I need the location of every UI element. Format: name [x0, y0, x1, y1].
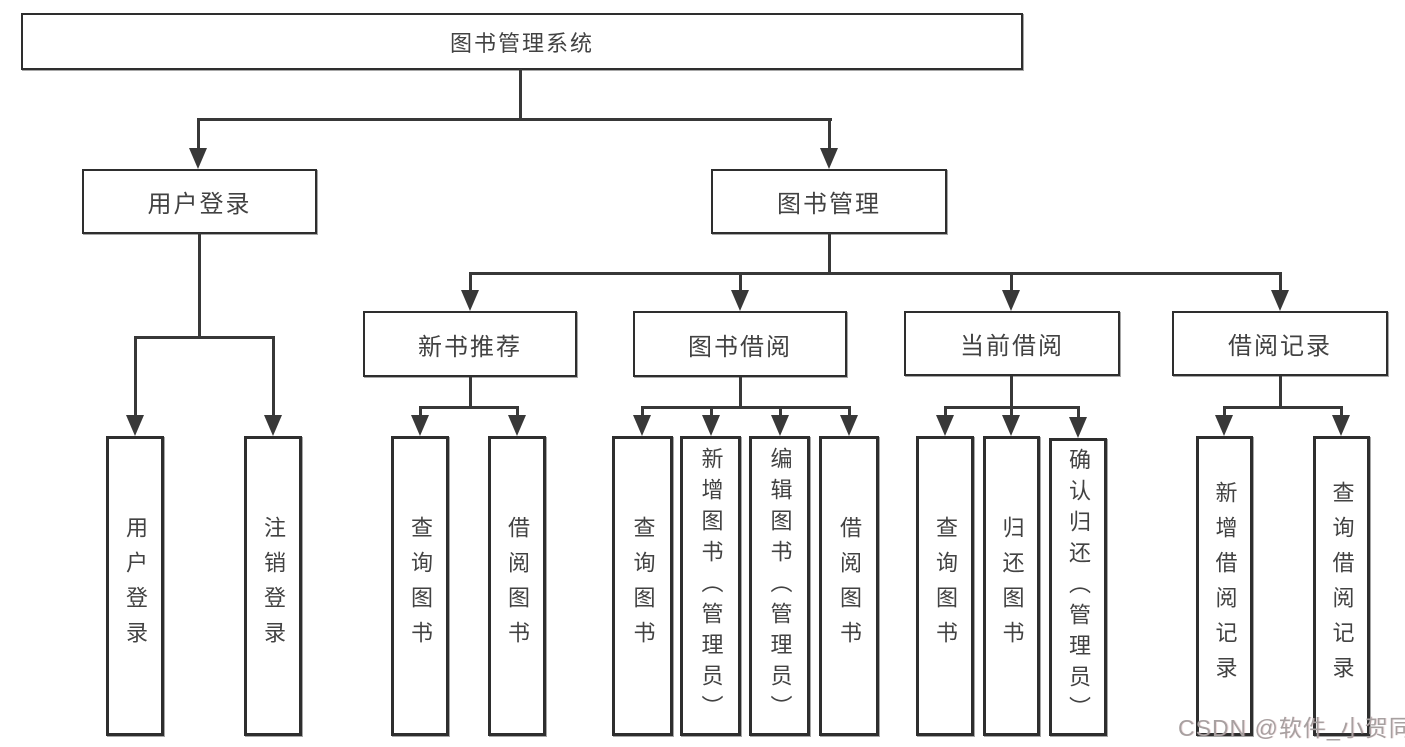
leaf-user-login: 用户登录 — [106, 436, 164, 736]
node-label: 新书推荐 — [418, 333, 522, 361]
connector — [419, 406, 422, 417]
connector — [198, 233, 201, 338]
node-book-management: 图书管理 — [711, 169, 947, 234]
connector — [1077, 406, 1080, 419]
connector — [469, 272, 1282, 275]
connector — [469, 272, 472, 292]
node-label: 编辑图书（管理员） — [767, 446, 793, 726]
node-label: 借阅记录 — [1228, 333, 1332, 360]
arrowhead-down-icon — [633, 415, 651, 436]
node-current-borrowing: 当前借阅 — [904, 311, 1120, 376]
node-label: 注销登录 — [261, 516, 286, 656]
connector — [828, 118, 831, 152]
connector — [134, 336, 275, 339]
leaf-query-books-recommend: 查询图书 — [391, 436, 449, 736]
node-label: 归还图书 — [999, 516, 1025, 656]
arrowhead-down-icon — [508, 415, 526, 436]
connector — [1279, 376, 1282, 409]
connector — [1279, 272, 1282, 292]
node-user-login: 用户登录 — [82, 169, 317, 234]
node-new-book-recommend: 新书推荐 — [363, 311, 577, 377]
connector — [419, 406, 519, 409]
arrowhead-down-icon — [702, 415, 720, 436]
node-label: 图书管理 — [777, 191, 881, 218]
connector — [641, 406, 851, 409]
connector — [134, 336, 137, 418]
connector — [1010, 272, 1013, 292]
leaf-borrow-books: 借阅图书 — [819, 436, 879, 736]
connector — [1010, 376, 1013, 409]
leaf-logout: 注销登录 — [244, 436, 302, 736]
arrowhead-down-icon — [126, 415, 144, 436]
arrowhead-down-icon — [936, 415, 954, 436]
arrowhead-down-icon — [1069, 417, 1087, 438]
node-label: 查询图书 — [408, 516, 433, 656]
node-label: 借阅图书 — [837, 516, 862, 656]
connector — [1223, 406, 1226, 417]
connector — [739, 377, 742, 409]
node-label: 确认归还（管理员） — [1066, 447, 1091, 727]
node-label: 用户登录 — [123, 516, 148, 656]
leaf-query-borrow-record: 查询借阅记录 — [1313, 436, 1370, 736]
connector — [710, 406, 713, 417]
node-root-library-system: 图书管理系统 — [21, 13, 1023, 70]
leaf-edit-books-admin: 编辑图书（管理员） — [749, 436, 810, 736]
leaf-confirm-return-admin: 确认归还（管理员） — [1049, 438, 1107, 736]
connector — [944, 406, 947, 417]
connector — [641, 406, 644, 417]
connector — [1340, 406, 1343, 417]
connector — [516, 406, 519, 417]
leaf-return-books: 归还图书 — [983, 436, 1040, 736]
node-label: 查询图书 — [933, 516, 958, 656]
node-label: 查询图书 — [630, 516, 656, 656]
node-label: 新增借阅记录 — [1212, 481, 1238, 691]
arrowhead-down-icon — [411, 415, 429, 436]
connector — [519, 69, 522, 120]
arrowhead-down-icon — [731, 290, 749, 311]
leaf-query-books-borrowing: 查询图书 — [612, 436, 673, 736]
node-label: 当前借阅 — [960, 333, 1064, 360]
leaf-borrow-books-recommend: 借阅图书 — [488, 436, 546, 736]
connector — [1010, 406, 1013, 417]
connector — [197, 118, 832, 121]
arrowhead-down-icon — [840, 415, 858, 436]
node-label: 图书管理系统 — [449, 30, 594, 56]
connector — [197, 118, 200, 152]
node-label: 借阅图书 — [505, 516, 530, 656]
node-book-borrowing: 图书借阅 — [633, 311, 847, 377]
arrowhead-down-icon — [1002, 415, 1020, 436]
arrowhead-down-icon — [1002, 290, 1020, 311]
arrowhead-down-icon — [189, 148, 207, 169]
arrowhead-down-icon — [1332, 415, 1350, 436]
leaf-add-books-admin: 新增图书（管理员） — [680, 436, 741, 736]
node-label: 新增图书（管理员） — [698, 446, 724, 726]
csdn-watermark: CSDN @软件_小贺同学 — [1178, 715, 1405, 741]
connector — [848, 406, 851, 417]
node-label: 查询借阅记录 — [1329, 481, 1355, 691]
arrowhead-down-icon — [461, 290, 479, 311]
connector — [828, 233, 831, 274]
connector — [272, 336, 275, 418]
leaf-query-books-current: 查询图书 — [916, 436, 974, 736]
arrowhead-down-icon — [820, 148, 838, 169]
node-borrowing-records: 借阅记录 — [1172, 311, 1388, 376]
arrowhead-down-icon — [264, 415, 282, 436]
leaf-add-borrow-record: 新增借阅记录 — [1196, 436, 1253, 736]
connector — [739, 272, 742, 292]
connector — [779, 406, 782, 417]
connector — [1223, 406, 1343, 409]
node-label: 用户登录 — [147, 191, 252, 218]
arrowhead-down-icon — [1271, 290, 1289, 311]
arrowhead-down-icon — [1215, 415, 1233, 436]
arrowhead-down-icon — [771, 415, 789, 436]
connector — [469, 377, 472, 409]
node-label: 图书借阅 — [688, 333, 792, 361]
